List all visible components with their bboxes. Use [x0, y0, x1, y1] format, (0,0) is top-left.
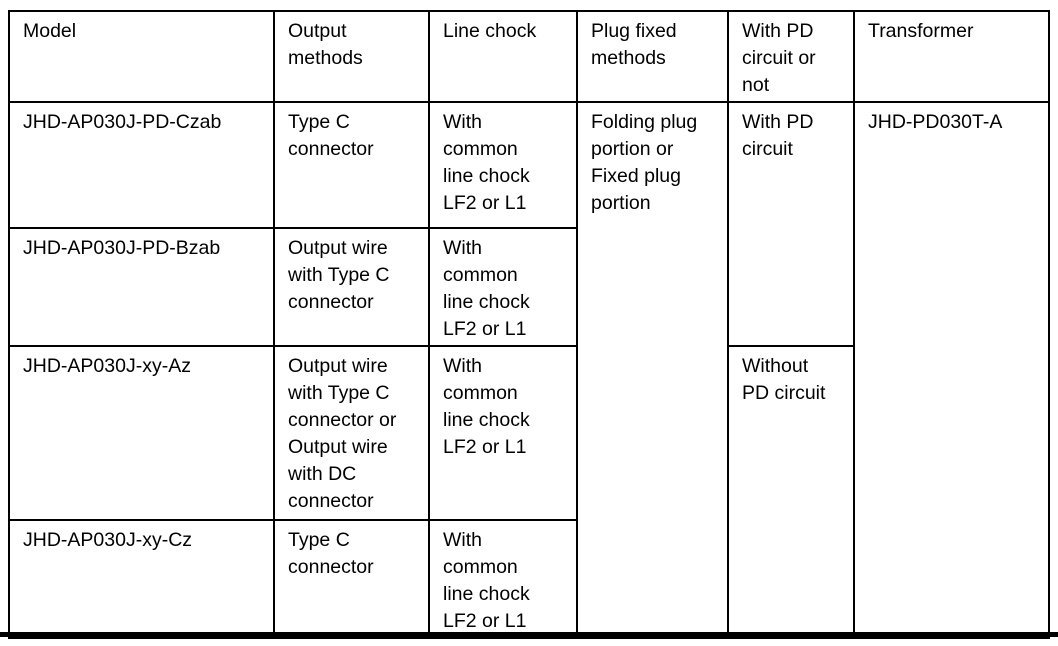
header-cell-transformer: Transformer: [853, 10, 1050, 103]
adapter-spec-table: Model Output methods Line chock Plug fix…: [8, 10, 1050, 639]
header-cell-output-methods: Output methods: [273, 10, 430, 103]
cell-plug-fixed-methods: Folding plug portion or Fixed plug porti…: [576, 101, 729, 639]
cell-model: JHD-AP030J-xy-Az: [8, 345, 275, 521]
cell-without-pd-circuit: Without PD circuit: [727, 345, 855, 639]
cell-output-method: Output wire with Type C connector or Out…: [273, 345, 430, 521]
cell-model: JHD-AP030J-PD-Bzab: [8, 227, 275, 347]
header-cell-model: Model: [8, 10, 275, 103]
table-row: JHD-AP030J-PD-Czab Type C connector With…: [8, 101, 1050, 639]
table-row: JHD-AP030J-PD-Bzab Output wire with Type…: [8, 227, 1049, 347]
table-header-row: Model Output methods Line chock Plug fix…: [8, 10, 1050, 103]
cell-line-chock: With common line chock LF2 or L1: [428, 101, 578, 229]
header-cell-with-pd-circuit: With PD circuit or not: [727, 10, 855, 103]
cell-output-method: Type C connector: [273, 519, 430, 639]
cell-line-chock: With common line chock LF2 or L1: [428, 227, 578, 347]
table-row: JHD-AP030J-xy-Az Output wire with Type C…: [8, 345, 1049, 639]
cell-output-method: Output wire with Type C connector: [273, 227, 430, 347]
cell-line-chock: With common line chock LF2 or L1: [428, 519, 578, 639]
cell-model: JHD-AP030J-xy-Cz: [8, 519, 275, 639]
cell-with-pd-circuit: With PD circuit: [727, 101, 855, 347]
header-cell-line-chock: Line chock: [428, 10, 578, 103]
cell-line-chock: With common line chock LF2 or L1: [428, 345, 578, 521]
table-row: JHD-AP030J-xy-Cz Type C connector With c…: [8, 519, 1049, 639]
bottom-rule: [0, 632, 1058, 637]
cell-output-method: Type C connector: [273, 101, 430, 229]
header-cell-plug-fixed-methods: Plug fixed methods: [576, 10, 729, 103]
cell-transformer: JHD-PD030T-A: [853, 101, 1050, 639]
cell-model: JHD-AP030J-PD-Czab: [8, 101, 275, 229]
